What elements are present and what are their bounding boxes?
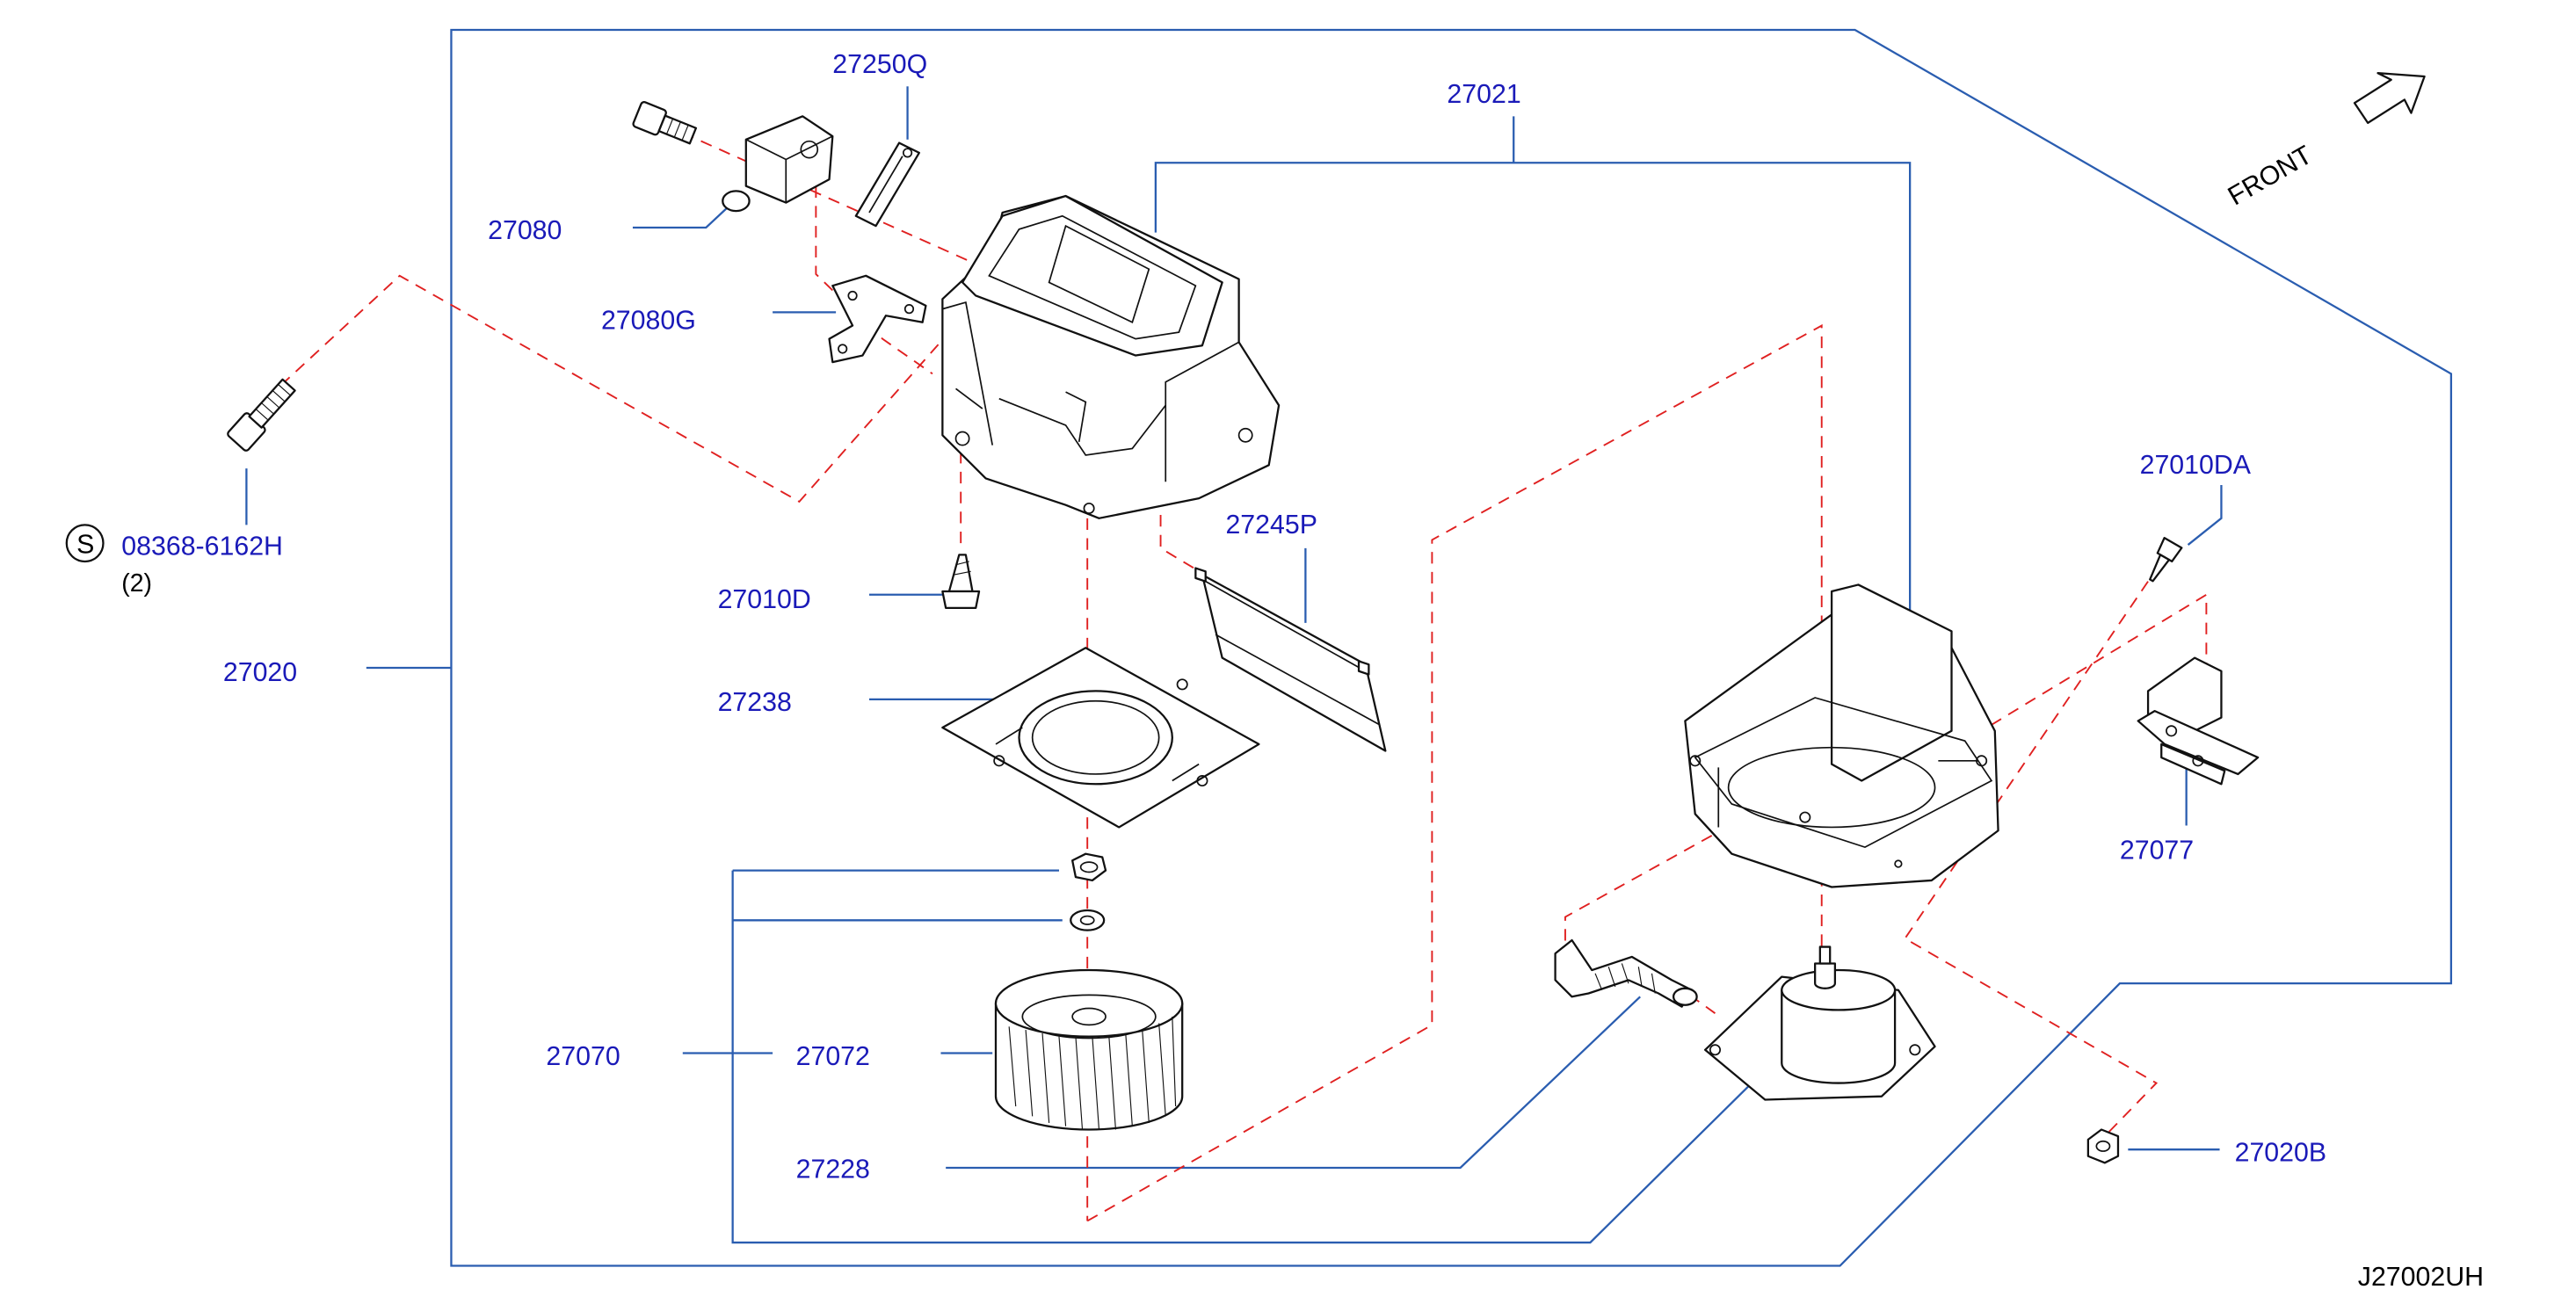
hose-icon [1554, 938, 1698, 1008]
leader-27080 [632, 201, 734, 229]
s-symbol-circle [65, 524, 105, 563]
actuator-27080-icon [722, 115, 834, 213]
label-08368-qty: (2) [121, 569, 152, 598]
bolt-08368-icon [227, 378, 296, 452]
label-27228: 27228 [796, 1155, 870, 1184]
bracket-27080G-icon [828, 274, 927, 364]
label-27021: 27021 [1447, 80, 1520, 109]
label-27070: 27070 [546, 1042, 620, 1071]
nut-27020B-icon [2086, 1128, 2120, 1164]
assembly-boundary [450, 28, 2453, 1267]
leader-lines [245, 86, 2223, 1244]
drawing-code: J27002UH [2358, 1263, 2484, 1292]
washer-icon [1070, 909, 1106, 931]
leader-27021 [1154, 116, 1912, 619]
phantom-bracket [815, 185, 933, 375]
phantom-bolt-to-case [265, 274, 950, 503]
leader-27070-bracket [731, 869, 1752, 1244]
motor-27070-icon [1703, 945, 1936, 1101]
label-27010D: 27010D [718, 585, 811, 614]
resistor-27077-icon [2137, 656, 2260, 786]
filter-27245P-icon [1194, 567, 1387, 752]
label-27245P: 27245P [1225, 511, 1317, 540]
label-27238: 27238 [718, 688, 792, 717]
link-rod-27250Q-icon [854, 141, 920, 228]
label-27077: 27077 [2120, 836, 2194, 865]
screw-27010DA-icon [2149, 536, 2183, 583]
label-s-symbol: S [76, 531, 94, 560]
phantom-long-zigzag [1086, 323, 1823, 1222]
label-27020B: 27020B [2235, 1138, 2326, 1167]
seal-27238-icon [941, 647, 1260, 829]
blower-case-icon [1684, 583, 1999, 888]
actuator-screw-icon [632, 101, 698, 145]
label-27020: 27020 [223, 658, 297, 687]
front-arrow-icon [2353, 72, 2426, 125]
nut-icon [1071, 852, 1107, 882]
labels: 27250Q 27021 27080 27080G S 08368-6162H … [76, 50, 2484, 1292]
label-08368-6162H: 08368-6162H [121, 532, 283, 561]
label-27080: 27080 [488, 216, 562, 245]
label-27072: 27072 [796, 1042, 870, 1071]
leader-27010DA [2187, 485, 2223, 546]
intake-case-27021-icon [941, 194, 1281, 519]
leader-27228 [946, 996, 1641, 1170]
label-27010DA: 27010DA [2140, 451, 2252, 480]
screw-27010D-icon [941, 554, 981, 610]
fan-27072-icon [994, 968, 1184, 1131]
label-27250Q: 27250Q [832, 50, 927, 79]
label-27080G: 27080G [601, 306, 696, 335]
phantom-filter [1159, 515, 1203, 575]
